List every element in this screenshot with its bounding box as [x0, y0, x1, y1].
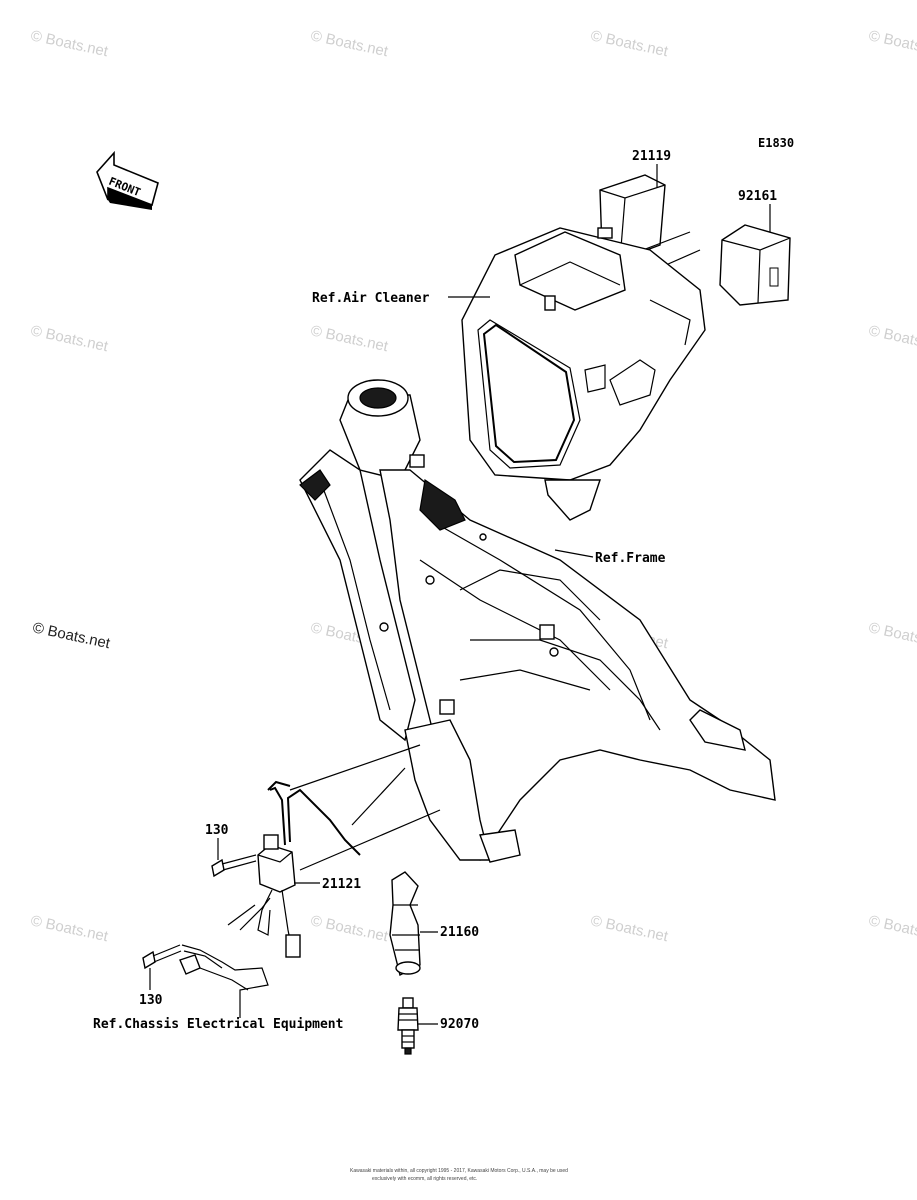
watermark: © Boats.net [31, 619, 112, 652]
diagram-code: E1830 [758, 136, 794, 150]
watermark: © Boats.net [589, 27, 670, 60]
bolt-icon [142, 944, 182, 970]
bolt-icon [211, 854, 257, 878]
assembly-line [299, 809, 441, 871]
callout-130-bottom: 130 [139, 993, 163, 1008]
frame-assembly [299, 379, 776, 863]
plug-cap [389, 871, 421, 977]
leader-line [554, 549, 594, 558]
watermark: © Boats.net [29, 27, 110, 60]
watermark: © Boats.net [29, 322, 110, 355]
watermark: © Boats.net [589, 912, 670, 945]
watermark: © Boats.net [867, 912, 917, 945]
watermark: © Boats.net [867, 619, 917, 652]
callout-92161: 92161 [738, 189, 777, 204]
watermark: © Boats.net [867, 27, 917, 60]
callout-chassis: Ref.Chassis Electrical Equipment [93, 1017, 343, 1032]
front-arrow-icon: FRONT [96, 150, 159, 210]
assembly-line [351, 767, 406, 826]
part-92161-bracket [719, 224, 791, 306]
watermark: © Boats.net [309, 27, 390, 60]
callout-21119: 21119 [632, 149, 671, 164]
air-cleaner-housing [461, 227, 706, 521]
footer-copyright-line1: Kawasaki materials within, all copyright… [350, 1168, 568, 1174]
callout-21160: 21160 [440, 925, 479, 940]
watermark: © Boats.net [29, 912, 110, 945]
spark-plug [397, 997, 419, 1055]
watermark: © Boats.net [309, 322, 390, 355]
chassis-wiring [179, 897, 271, 1000]
watermark: © Boats.net [309, 912, 390, 945]
callout-air-cleaner: Ref.Air Cleaner [312, 291, 430, 306]
callout-frame: Ref.Frame [595, 551, 666, 566]
callout-21121: 21121 [322, 877, 361, 892]
callout-130-top: 130 [205, 823, 229, 838]
assembly-line [289, 744, 421, 791]
callout-92070: 92070 [440, 1017, 479, 1032]
footer-copyright-line2: exclusively with ecomm, all rights reser… [372, 1176, 477, 1182]
ignition-coil [257, 780, 361, 958]
watermark: © Boats.net [867, 322, 917, 355]
